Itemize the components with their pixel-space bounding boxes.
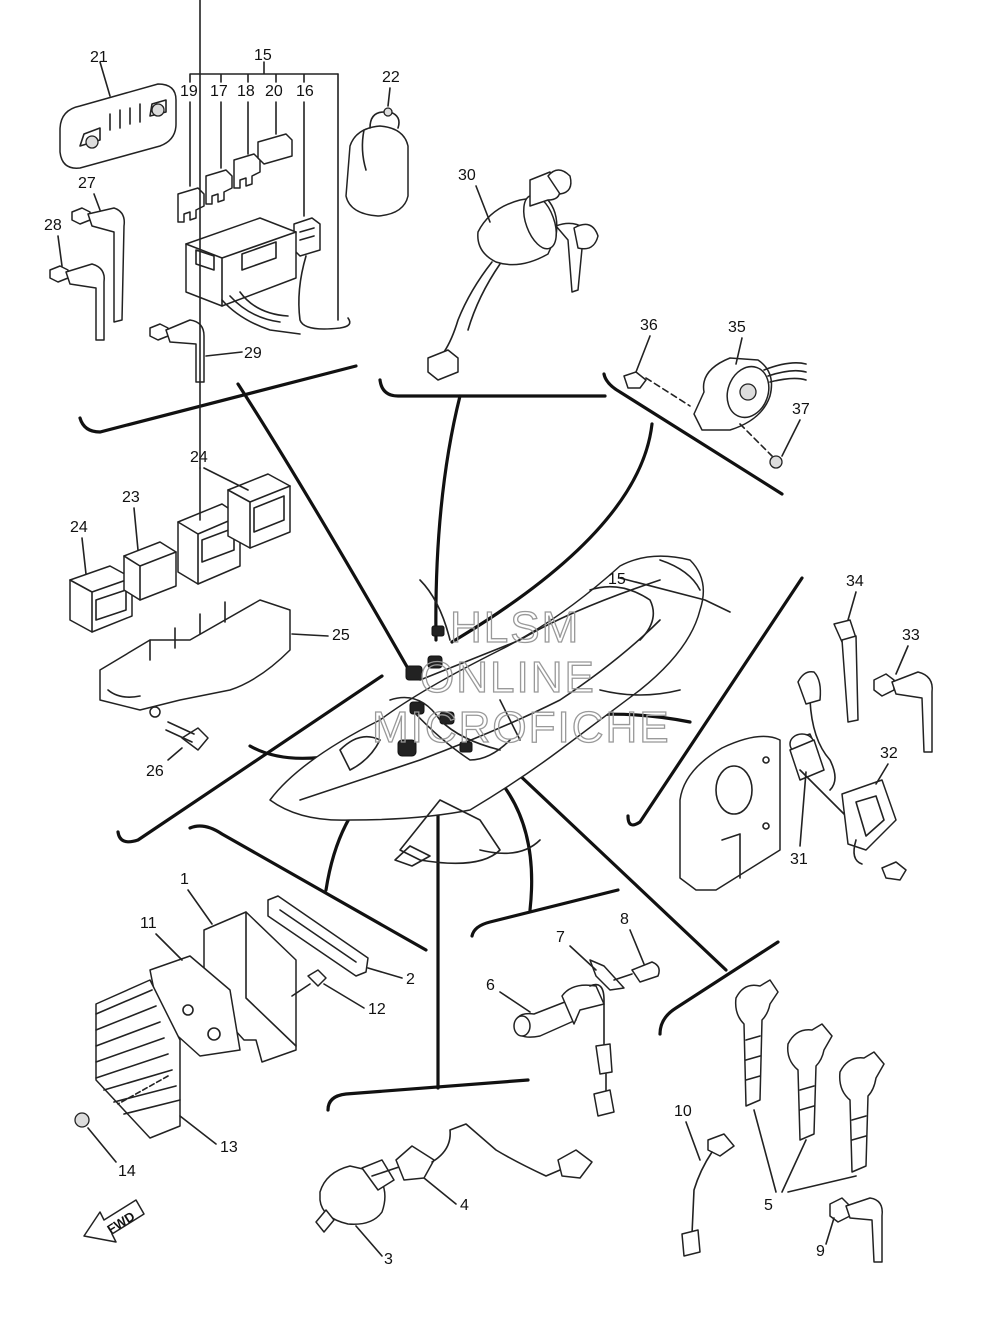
- callout-27: 27: [78, 175, 96, 192]
- cdi-rectifier-group: 1 11 2 12 13 14: [74, 871, 415, 1180]
- pressure-switch-group: 4 3: [315, 1123, 593, 1268]
- callout-30: 30: [458, 167, 476, 184]
- fuse-box-group: 21 15 19 17 18 20 16: [44, 47, 351, 383]
- callout-7: 7: [556, 929, 565, 946]
- callout-11: 11: [140, 915, 157, 932]
- callout-25: 25: [332, 627, 350, 644]
- watercraft-hull-illustration: [269, 555, 731, 867]
- callout-5: 5: [764, 1197, 773, 1214]
- callout-19: 19: [180, 83, 198, 100]
- relay-group: 24 23 24 25 26: [69, 0, 350, 780]
- callout-9: 9: [816, 1243, 825, 1260]
- callout-36: 36: [640, 317, 658, 334]
- callout-28: 28: [44, 217, 62, 234]
- callout-32: 32: [880, 745, 898, 762]
- callout-24b: 24: [70, 519, 88, 536]
- callout-15a: 15: [254, 47, 272, 64]
- callout-34: 34: [846, 573, 864, 590]
- callout-29: 29: [244, 345, 262, 362]
- callout-15b: 15: [608, 571, 626, 588]
- callout-18: 18: [237, 83, 255, 100]
- buzzer-group: 36 35 37: [623, 317, 810, 469]
- ignition-switch-30: 30: [427, 167, 599, 381]
- group-brackets: [78, 364, 804, 1112]
- callout-2: 2: [406, 971, 415, 988]
- callout-4: 4: [460, 1197, 469, 1214]
- speed-sensor-group: 7 8 6: [486, 911, 660, 1117]
- watermark-line-2: ONLINE: [420, 653, 596, 702]
- callout-16: 16: [296, 83, 314, 100]
- callout-6: 6: [486, 977, 495, 994]
- fwd-arrow-icon: FWD: [83, 1199, 145, 1243]
- callout-31: 31: [790, 851, 808, 868]
- callout-14: 14: [118, 1163, 136, 1180]
- callout-8: 8: [620, 911, 629, 928]
- callout-24a: 24: [190, 449, 208, 466]
- callout-13: 13: [220, 1139, 238, 1156]
- callout-22: 22: [382, 69, 400, 86]
- bottle-22: 22: [345, 69, 409, 217]
- watermark-line-3: MICROFICHE: [372, 703, 671, 752]
- callout-17: 17: [210, 83, 228, 100]
- callout-20: 20: [265, 83, 283, 100]
- callout-3: 3: [384, 1251, 393, 1268]
- callout-23: 23: [122, 489, 140, 506]
- sensor-bracket-group: 34 33 32 31: [679, 573, 933, 891]
- callout-33: 33: [902, 627, 920, 644]
- callout-37: 37: [792, 401, 810, 418]
- callout-1: 1: [180, 871, 189, 888]
- callout-26: 26: [146, 763, 164, 780]
- watermark-line-1: HLSM: [450, 603, 580, 652]
- ignition-coil-group: 10 5 9: [674, 979, 885, 1263]
- callout-10: 10: [674, 1103, 692, 1120]
- watermark: HLSM ONLINE MICROFICHE: [371, 602, 671, 752]
- callout-12: 12: [368, 1001, 386, 1018]
- callout-21: 21: [90, 49, 108, 66]
- callout-35: 35: [728, 319, 746, 336]
